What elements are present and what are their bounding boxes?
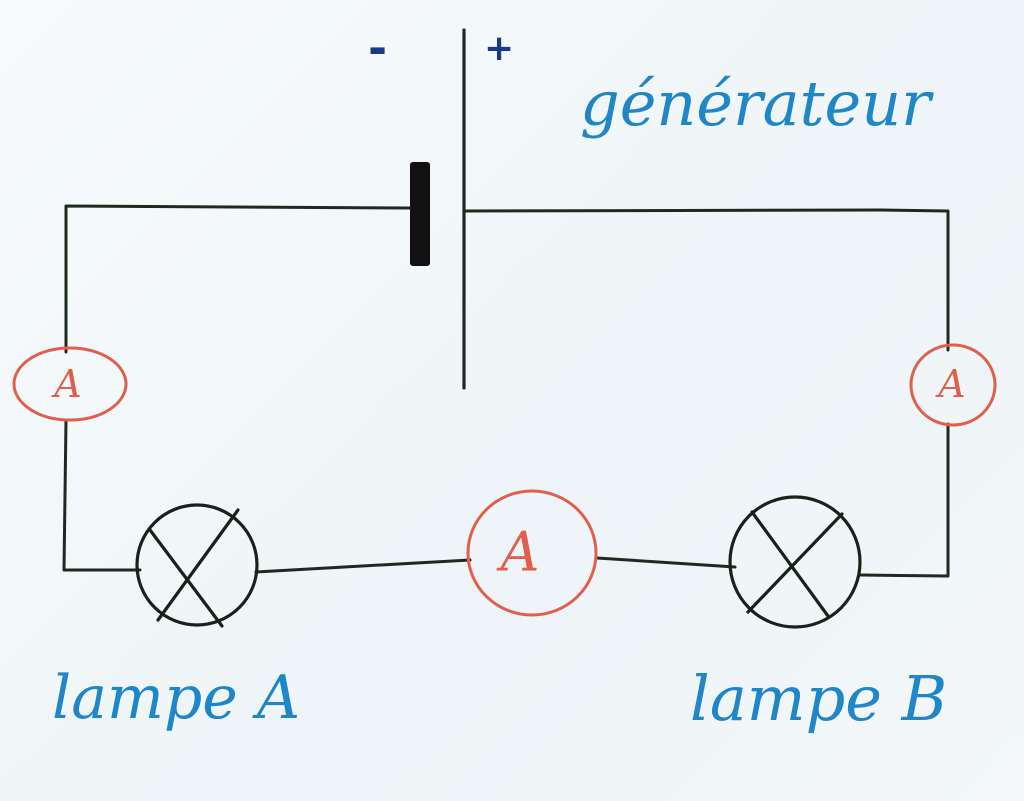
- ammeter-middle: A: [466, 489, 598, 617]
- wire-lampA-to-ammeter: [254, 558, 472, 574]
- lamp-a-label: lampe A: [52, 663, 300, 733]
- ammeter-left-symbol: A: [51, 362, 81, 406]
- ammeter-right-circle: [909, 343, 997, 427]
- ammeter-left-circle: [12, 346, 128, 422]
- wire-top-right: [462, 208, 950, 352]
- lamp-a-cross-1: [148, 528, 224, 628]
- lamp-a: [135, 503, 259, 628]
- ammeter-right-symbol: A: [935, 362, 965, 406]
- generator-symbol: [410, 28, 466, 390]
- wire-left-lower: [62, 418, 142, 572]
- lamp-a-cross-2: [156, 508, 240, 622]
- lamp-b-label: lampe B: [690, 662, 947, 735]
- lamp-b-cross-1: [750, 510, 830, 618]
- wire-top-left: [64, 204, 412, 354]
- plus-sign: +: [484, 28, 514, 69]
- lamp-b-circle: [728, 495, 862, 629]
- circuit-wires: [62, 204, 950, 578]
- wire-ammeter-to-lampB: [595, 556, 737, 569]
- lamp-b: [728, 495, 862, 629]
- lamp-a-circle: [135, 503, 259, 627]
- generator-negative-plate: [410, 162, 430, 266]
- generator-label: générateur: [580, 67, 934, 140]
- ammeter-left: A: [12, 346, 128, 422]
- lamp-b-cross-2: [746, 512, 844, 614]
- ammeter-right: A: [909, 343, 997, 427]
- wire-right-lower: [858, 422, 950, 578]
- ammeter-middle-symbol: A: [496, 521, 540, 584]
- minus-sign: -: [368, 21, 387, 75]
- ammeter-middle-circle: [466, 489, 598, 617]
